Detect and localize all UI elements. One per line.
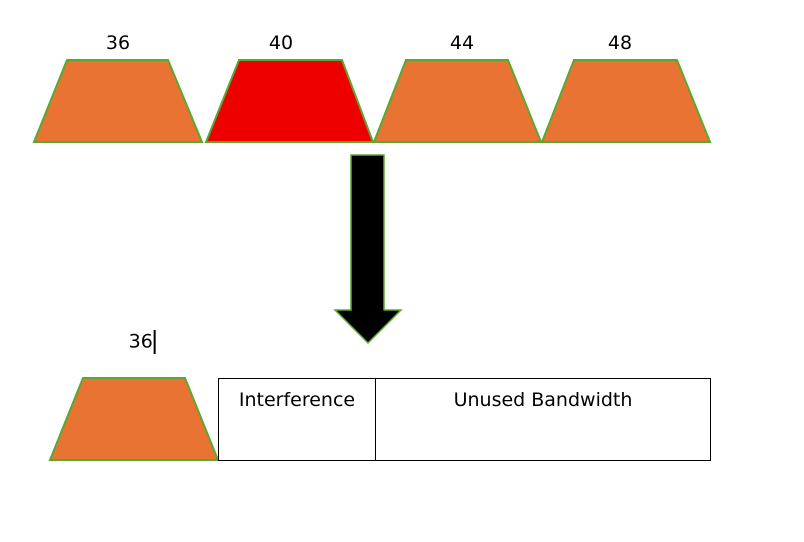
channel-label-36: 36 — [105, 32, 131, 54]
channel-label-44: 44 — [449, 32, 475, 54]
bottom-channel-label[interactable]: 36 — [128, 330, 153, 353]
channel-36-trapezoid — [32, 59, 204, 143]
channel-label-48: 48 — [607, 32, 633, 54]
channel-44-trapezoid — [372, 59, 543, 143]
bottom-channel-label-wrap[interactable]: 36 — [129, 330, 156, 354]
interference-box: Interference — [218, 378, 376, 461]
text-cursor — [153, 330, 156, 354]
down-arrow — [333, 154, 403, 345]
interference-label: Interference — [238, 389, 356, 411]
unused-bandwidth-label: Unused Bandwidth — [453, 389, 633, 411]
channel-label-40: 40 — [268, 32, 294, 54]
channel-40-trapezoid — [204, 59, 375, 143]
channel-48-trapezoid — [540, 59, 712, 143]
unused-bandwidth-box: Unused Bandwidth — [375, 378, 711, 461]
bottom-channel-36-trapezoid — [48, 377, 220, 461]
